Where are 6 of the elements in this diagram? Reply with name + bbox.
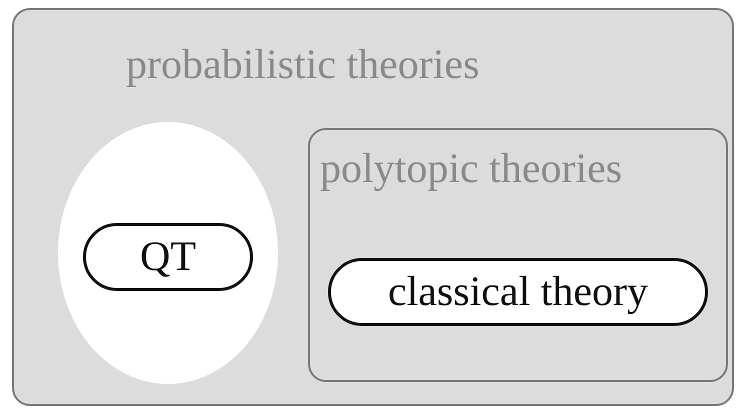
region-heading: polytopic theories bbox=[320, 148, 622, 190]
theory-region bbox=[308, 128, 728, 382]
theory-region bbox=[12, 8, 734, 406]
theory-tag: classical theory bbox=[328, 258, 708, 326]
theory-tag: QT bbox=[83, 223, 253, 291]
region-heading: probabilistic theories bbox=[126, 44, 480, 86]
